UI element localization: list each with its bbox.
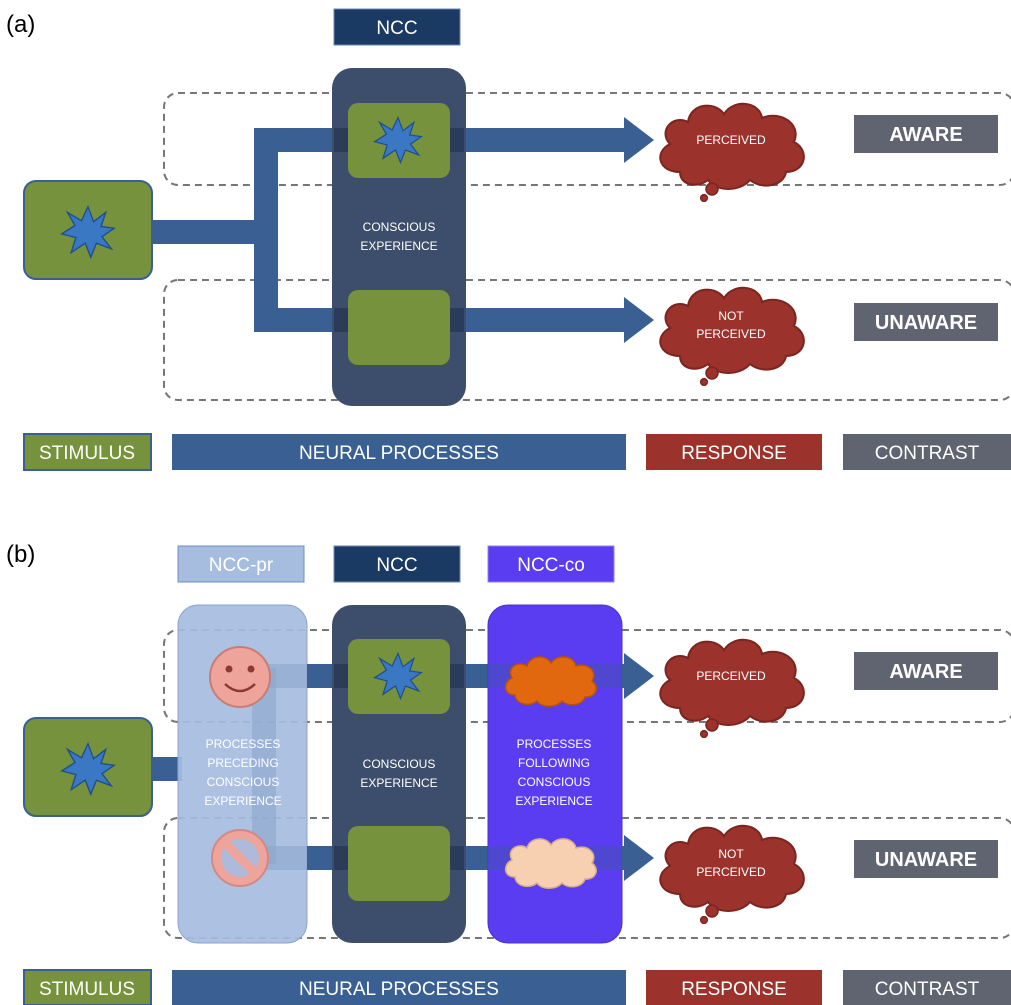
prohibited-icon <box>211 829 269 887</box>
central-text-b-2: EXPERIENCE <box>360 776 437 790</box>
ncc-pr-panel: PROCESSES PRECEDING CONSCIOUS EXPERIENCE <box>177 604 308 944</box>
aware-label-a: AWARE <box>854 115 998 153</box>
legend-a: STIMULUS NEURAL PROCESSES RESPONSE CONTR… <box>23 433 1011 471</box>
connector-unaware-2 <box>466 846 488 870</box>
pr-text-1: PROCESSES <box>206 737 281 751</box>
panel-b-label: (b) <box>6 541 35 568</box>
panel-a-label: (a) <box>6 11 35 38</box>
unaware-response-a-text-2: PERCEIVED <box>696 327 766 341</box>
aware-response-b-text: PERCEIVED <box>696 669 766 683</box>
stimulus-box-b <box>23 717 153 817</box>
co-text-3: CONSCIOUS <box>518 775 591 789</box>
pr-text-3: CONSCIOUS <box>207 775 280 789</box>
cloud-icon <box>504 656 597 707</box>
panel-a: (a) NCC CONSCIOUS <box>6 8 1011 406</box>
legend-a-stimulus: STIMULUS <box>39 443 135 464</box>
aware-row-box-a <box>163 92 1011 186</box>
panel-b: (b) NCC-pr NCC NCC-co <box>6 541 1011 944</box>
legend-b-response: RESPONSE <box>681 979 787 1000</box>
connector-aware-1 <box>307 664 334 688</box>
ncc-co-header: NCC-co <box>487 545 615 583</box>
neural-pathway-a <box>152 128 334 332</box>
ncc-panel-a: CONSCIOUS EXPERIENCE <box>332 68 466 406</box>
central-text-a-2: EXPERIENCE <box>360 239 437 253</box>
central-text-a-1: CONSCIOUS <box>363 220 436 234</box>
legend-b-stimulus: STIMULUS <box>39 979 135 1000</box>
ncc-header-b-label: NCC <box>376 555 417 576</box>
connector-aware-2 <box>466 664 488 688</box>
co-text-2: FOLLOWING <box>518 756 590 770</box>
co-text-1: PROCESSES <box>517 737 592 751</box>
arrow-icon <box>466 117 654 343</box>
unaware-label-b: UNAWARE <box>854 840 998 878</box>
co-text-4: EXPERIENCE <box>515 794 592 808</box>
legend-b: STIMULUS NEURAL PROCESSES RESPONSE CONTR… <box>23 969 1011 1005</box>
unaware-response-b: NOT PERCEIVED <box>659 824 805 924</box>
central-text-b-1: CONSCIOUS <box>363 757 436 771</box>
cloud-icon <box>504 838 597 889</box>
neural-pathway-b-stub <box>152 757 182 781</box>
aware-response-b: PERCEIVED <box>659 638 805 738</box>
legend-b-neural: NEURAL PROCESSES <box>299 979 499 1000</box>
thought-bubble-icon <box>659 638 805 738</box>
unaware-label-b-text: UNAWARE <box>875 849 977 871</box>
unaware-response-a: NOT PERCEIVED <box>659 286 805 386</box>
pr-text-4: EXPERIENCE <box>204 794 281 808</box>
ncc-co-header-label: NCC-co <box>517 555 585 576</box>
stimulus-box-a <box>23 180 153 280</box>
ncc-co-panel: PROCESSES FOLLOWING CONSCIOUS EXPERIENCE <box>487 604 623 944</box>
ncc-header-b: NCC <box>333 545 461 583</box>
pr-text-2: PRECEDING <box>207 756 278 770</box>
unaware-response-b-text-1: NOT <box>718 847 744 861</box>
aware-label-b-text: AWARE <box>889 661 962 683</box>
ncc-pr-header: NCC-pr <box>177 545 305 583</box>
unconscious-square-a <box>348 290 450 365</box>
legend-a-contrast: CONTRAST <box>875 443 980 464</box>
thought-bubble-icon <box>659 102 805 202</box>
arrow-icon <box>622 653 654 881</box>
unaware-row-box-a <box>163 279 1011 401</box>
ncc-pr-header-label: NCC-pr <box>209 555 274 576</box>
aware-response-a: PERCEIVED <box>659 102 805 202</box>
connector-unaware-1 <box>307 846 334 870</box>
unaware-response-b-text-2: PERCEIVED <box>696 865 766 879</box>
aware-response-a-text: PERCEIVED <box>696 133 766 147</box>
legend-a-neural: NEURAL PROCESSES <box>299 443 499 464</box>
ncc-panel-b: CONSCIOUS EXPERIENCE <box>332 605 466 943</box>
legend-a-response: RESPONSE <box>681 443 787 464</box>
ncc-header-a: NCC <box>333 8 461 46</box>
aware-label-b: AWARE <box>854 652 998 690</box>
unaware-label-a: UNAWARE <box>854 303 998 341</box>
unconscious-square-b <box>348 826 450 901</box>
unaware-label-a-text: UNAWARE <box>875 312 977 334</box>
smiley-face-icon <box>209 646 271 708</box>
aware-label-a-text: AWARE <box>889 124 962 146</box>
legend-b-contrast: CONTRAST <box>875 979 980 1000</box>
ncc-header-a-label: NCC <box>376 18 417 39</box>
unaware-response-a-text-1: NOT <box>718 309 744 323</box>
